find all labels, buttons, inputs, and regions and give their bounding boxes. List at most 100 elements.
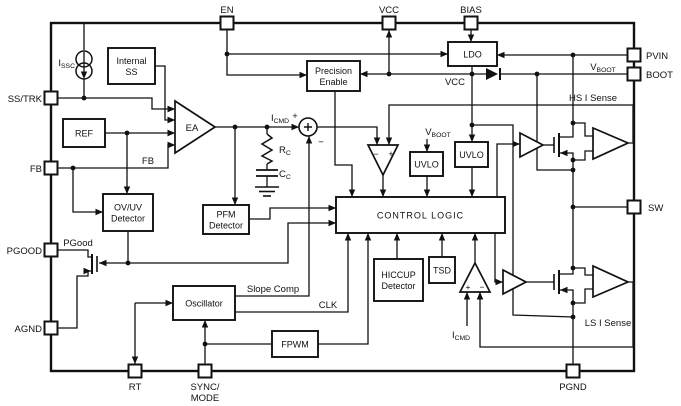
pin-en-label: EN — [220, 5, 233, 16]
wire-pfm-to-cl — [249, 207, 336, 220]
junction-dot-0 — [224, 51, 230, 57]
pin-en: EN — [219, 5, 235, 31]
icmd-comp-label: ICMD — [452, 330, 470, 342]
pin-fb: FB — [30, 160, 59, 176]
pwm-comparator: −+ — [366, 144, 400, 177]
arrow-pe-out — [348, 189, 356, 197]
block-uvlo-vboot-label: UVLO — [414, 159, 439, 169]
pin-rt: RT — [127, 363, 143, 393]
error-amp-label: EA — [186, 123, 199, 134]
junction-dot-14 — [124, 130, 130, 136]
junction-dot-15 — [232, 124, 238, 130]
vboot-net-label: VBOOT — [590, 62, 616, 74]
block-uvlo-vboot: UVLO — [409, 151, 444, 177]
pin-pvin-label: PVIN — [646, 51, 668, 62]
pgood-fet-source-arrow — [83, 267, 91, 275]
wire-hs-i-sense-net — [388, 104, 634, 145]
hs-sense-amp-shape — [592, 126, 631, 161]
wire-ls-tap-source — [573, 288, 593, 304]
arrow-vcc-pin-stem — [385, 30, 393, 38]
junction-dot-9 — [570, 265, 576, 271]
pin-pgnd-terminal — [565, 363, 581, 379]
mosfet-source-arrow — [560, 149, 568, 157]
pin-sync-label: MODE — [191, 393, 220, 404]
arrow-pvin-rail — [497, 51, 505, 59]
junction-dot-4 — [570, 52, 576, 58]
comp-capacitor — [256, 169, 278, 177]
block-ref-box — [62, 118, 106, 148]
block-uvlo-vboot-box — [409, 151, 444, 177]
block-hiccup-detector-label: Detector — [381, 281, 415, 291]
block-ref-label: REF — [75, 128, 94, 138]
junction-dot-8 — [570, 204, 576, 210]
arrow-rt-to-osc — [165, 299, 173, 307]
block-ldo-box — [447, 41, 498, 67]
wire-fpwm-to-cl — [318, 233, 369, 345]
wire-pe-out — [334, 91, 353, 197]
arrow-hs-drive — [512, 140, 520, 148]
block-ref: REF — [62, 118, 106, 148]
wire-sstrk-net — [57, 97, 175, 110]
wire-clk-net — [235, 233, 349, 313]
wire-ovuv-to-cl — [128, 222, 336, 264]
resistor-zigzag — [260, 133, 274, 165]
ls-sense-amp — [592, 264, 631, 299]
wire-hs-tap-drain — [573, 122, 593, 137]
block-fpwm-box — [271, 330, 319, 358]
boot-diode — [486, 68, 501, 80]
pin-sync-label: SYNC/ — [190, 382, 219, 393]
arrow-bias-in — [467, 34, 475, 42]
current-comparator-label: − — [480, 282, 485, 292]
block-pfm-detector-box — [202, 204, 250, 235]
arrow-pwm-comp-out — [379, 189, 387, 197]
pin-sync-terminal — [197, 363, 213, 379]
pin-sstrk-terminal — [43, 90, 59, 106]
junction-dot-17 — [125, 260, 131, 266]
arrow-hs-i-sense-net — [385, 137, 393, 145]
pwm-comparator-label: − — [373, 149, 378, 159]
block-tsd-label: TSD — [433, 265, 452, 275]
pin-pgnd: PGND — [559, 363, 587, 393]
wire-en-drop — [226, 29, 307, 76]
block-ovuv-detector-box — [102, 193, 154, 232]
clk-label: CLK — [319, 300, 338, 311]
junction-dot-6 — [570, 157, 576, 163]
block-pfm-detector-label: PFM — [217, 209, 236, 219]
hs-gate-driver-shape — [519, 131, 545, 159]
pin-boot-terminal — [626, 66, 642, 82]
pwm-comparator-shape — [366, 144, 400, 177]
pin-bias: BIAS — [460, 5, 482, 31]
block-ldo-label: LDO — [463, 49, 482, 59]
block-fpwm: FPWM — [271, 330, 319, 358]
cc-label: CC — [279, 169, 291, 181]
block-precision-enable-label: Enable — [319, 77, 347, 87]
vcc-net-label: VCC — [445, 77, 465, 88]
ea-input-arrow-1 — [167, 116, 175, 124]
pin-rt-label: RT — [129, 382, 142, 393]
rc-label: RC — [279, 145, 291, 157]
arrow-clk-net — [344, 233, 352, 241]
arrow-slope-comp-net — [305, 136, 313, 144]
hs-gate-driver — [519, 131, 545, 159]
block-precision-enable-label: Precision — [315, 66, 352, 76]
junction-dot-12 — [81, 95, 87, 101]
error-amp: EA — [174, 99, 217, 155]
junction-dot-2 — [469, 71, 475, 77]
block-uvlo-vcc-label: UVLO — [459, 150, 484, 160]
arrow-ovuv-to-gate — [99, 259, 107, 267]
pin-vcc: VCC — [379, 5, 399, 31]
wire-hs-tap-source — [573, 150, 593, 161]
pin-sync: SYNC/MODE — [190, 363, 220, 404]
pin-agnd: AGND — [15, 320, 59, 336]
junction-dot-1 — [386, 71, 392, 77]
ls-gate-driver — [502, 268, 528, 296]
arrow-icmd-stub — [463, 292, 471, 300]
vboot-uvlo-label: VBOOT — [425, 127, 451, 139]
pin-vcc-label: VCC — [379, 5, 399, 16]
slope-comp-label: Slope Comp — [247, 284, 299, 295]
block-pfm-detector-label: Detector — [209, 220, 243, 230]
arrow-sum-to-comp — [373, 137, 381, 145]
